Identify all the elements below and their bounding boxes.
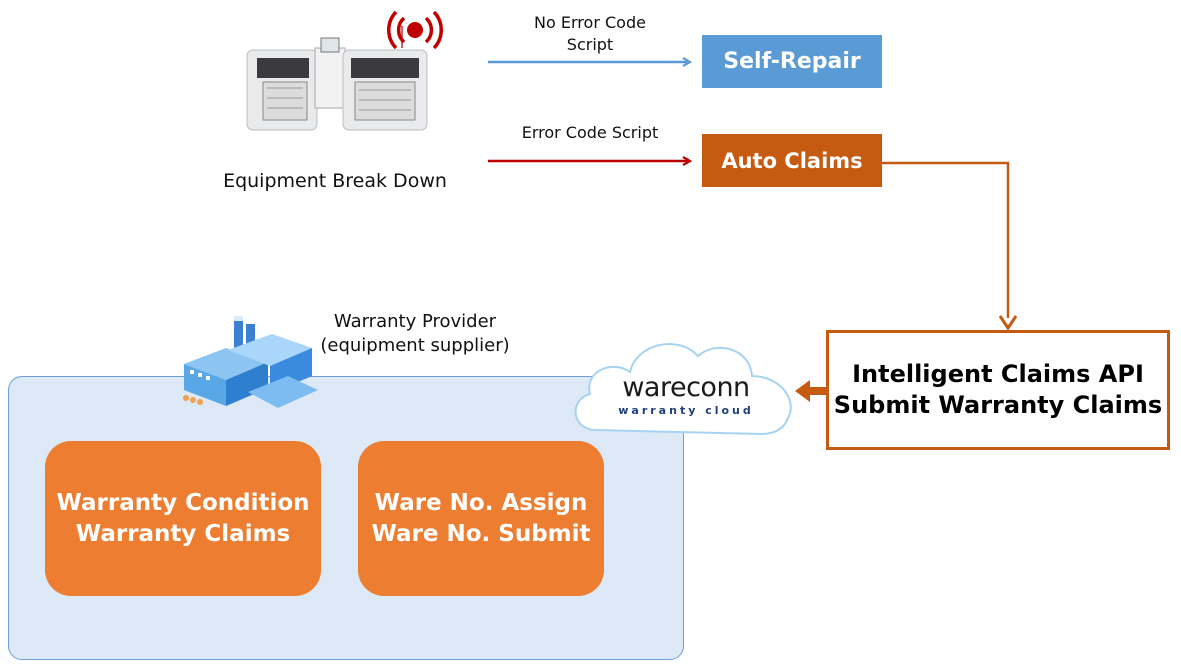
warranty-provider-title: Warranty Provider (equipment supplier) [295,310,535,358]
no-error-code-label-line1: No Error Code [534,13,646,32]
broadcast-alert-icon [385,8,445,52]
api-box-line1: Intelligent Claims API [852,360,1144,388]
wareconn-tagline: warranty cloud [618,404,754,417]
wareconn-logo-text: wareconn [622,372,750,403]
warranty-provider-title-line1: Warranty Provider [333,311,497,332]
api-box-line2: Submit Warranty Claims [833,391,1163,419]
self-repair-box: Self-Repair [702,35,882,88]
equipment-breakdown-label: Equipment Break Down [223,170,447,192]
warranty-condition-card: Warranty Condition Warranty Claims [45,441,321,596]
auto-claims-box: Auto Claims [702,134,882,187]
intelligent-claims-api-box: Intelligent Claims API Submit Warranty C… [826,330,1170,450]
wareconn-cloud: wareconn warranty cloud [566,330,806,440]
error-code-label: Error Code Script [521,123,659,142]
warranty-provider-title-line2: (equipment supplier) [320,335,510,356]
ware-no-card: Ware No. Assign Ware No. Submit [358,441,604,596]
connector-arrowhead-down [998,315,1018,331]
cloud-icon [574,343,792,436]
api-to-cloud-arrow [795,380,826,402]
no-error-code-label: No Error Code Script [500,12,680,56]
card-line1: Warranty Condition [56,489,310,516]
card-line1: Ware No. Assign [374,489,588,516]
no-error-code-label-line2: Script [566,35,614,54]
card-line2: Ware No. Submit [371,520,591,547]
factory-icon [178,310,323,418]
card-line2: Warranty Claims [75,520,291,547]
auto-claims-to-api-connector [882,161,1010,318]
pick-and-place-machine-icon [245,18,435,136]
